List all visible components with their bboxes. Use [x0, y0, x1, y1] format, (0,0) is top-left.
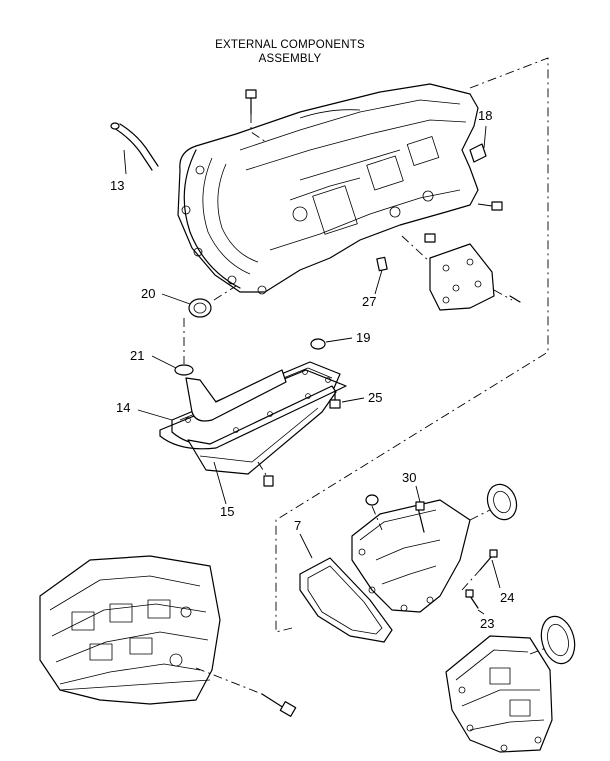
- lower-transmission-view: [39, 555, 297, 717]
- callout-13: 13: [110, 178, 124, 193]
- callout-21: 21: [130, 348, 144, 363]
- title-line-2: ASSEMBLY: [258, 53, 322, 65]
- transmission-case: [177, 83, 503, 295]
- diagram-title: EXTERNAL COMPONENTS ASSEMBLY: [190, 38, 390, 66]
- oil-pan: [137, 361, 347, 505]
- plug-fitting-2: [424, 233, 436, 243]
- title-line-1: EXTERNAL COMPONENTS: [215, 39, 365, 51]
- callout-23: 23: [480, 616, 494, 631]
- callout-19: 19: [356, 330, 370, 345]
- plug-fitting: [491, 201, 503, 211]
- callout-7: 7: [294, 518, 301, 533]
- callout-18: 18: [478, 108, 492, 123]
- part-23-bolt: [465, 589, 485, 615]
- callout-15: 15: [220, 504, 234, 519]
- part-18-sensor: [469, 125, 487, 163]
- breather-cap: [365, 494, 379, 506]
- drain-plug: [263, 475, 274, 487]
- part-27-pin: [374, 256, 388, 295]
- part-24-bolt: [461, 549, 501, 591]
- part-7-gasket: [299, 533, 393, 643]
- part-19-washer: [310, 337, 353, 350]
- part-21-oring: [151, 318, 194, 376]
- part-13-tube: [110, 122, 159, 175]
- part-30-stud: [415, 485, 425, 533]
- callout-14: 14: [116, 400, 130, 415]
- side-cover-plate: [401, 235, 521, 311]
- callout-30: 30: [402, 470, 416, 485]
- callout-24: 24: [500, 590, 514, 605]
- callout-25: 25: [368, 390, 382, 405]
- part-25-bolt: [329, 391, 365, 409]
- assembly-boundary-line: [275, 57, 549, 633]
- part-20-seal: [161, 285, 237, 318]
- transfer-case-view: [445, 615, 576, 753]
- vent-bolt: [245, 89, 267, 143]
- rear-seal-ring: [469, 483, 518, 521]
- extension-housing: [351, 494, 471, 613]
- callout-20: 20: [141, 286, 155, 301]
- callout-27: 27: [362, 294, 376, 309]
